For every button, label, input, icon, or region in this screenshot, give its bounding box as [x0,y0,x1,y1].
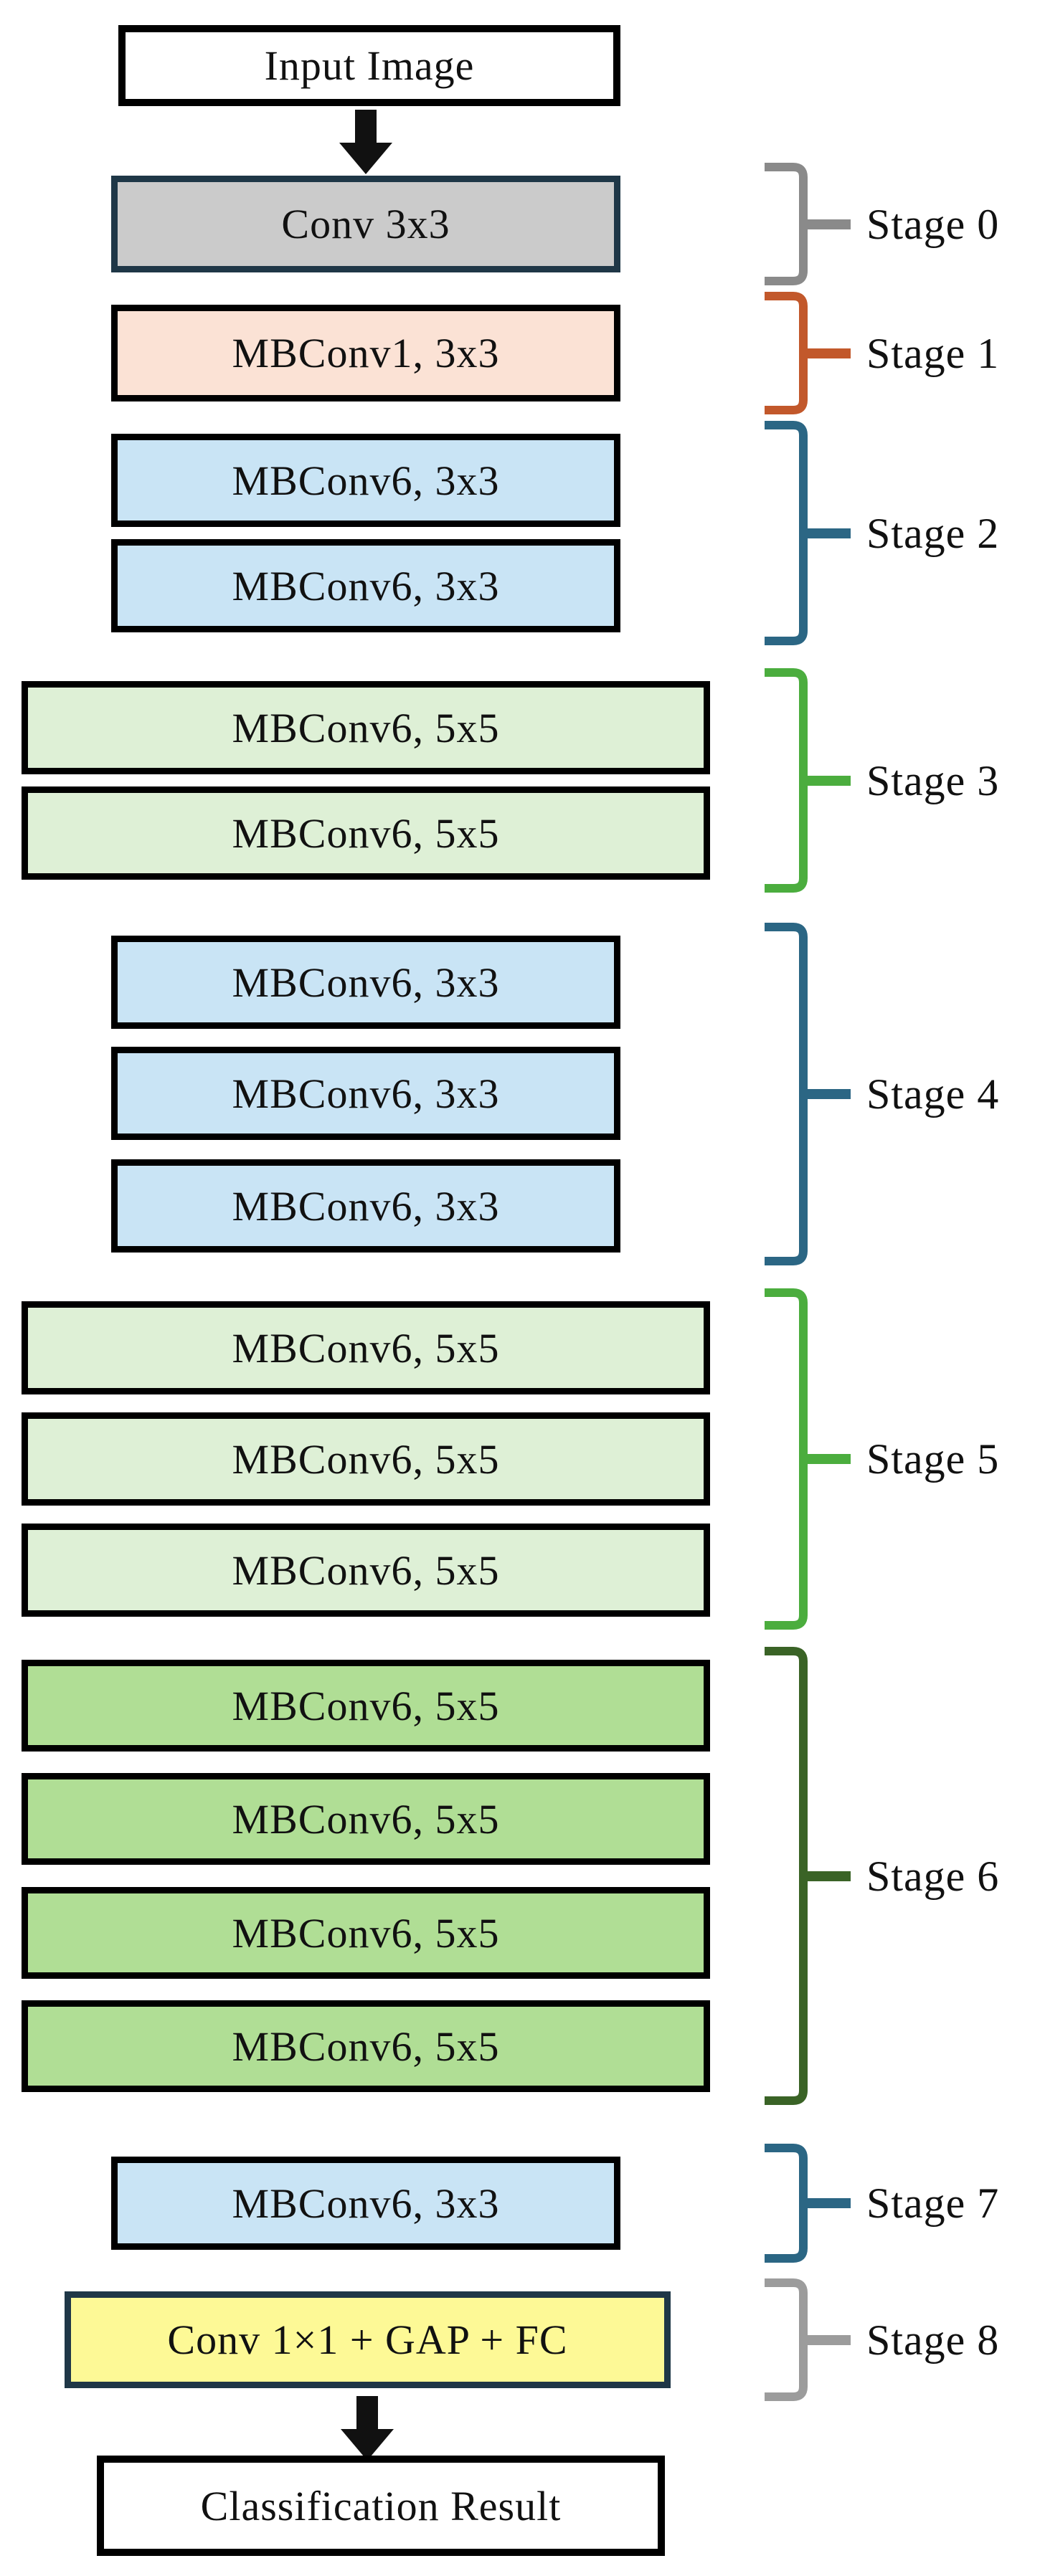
stage-2-label: Stage 2 [866,509,1000,557]
stage-4-block-3: MBConv6, 3x3 [111,1159,620,1253]
stage-0-label: Stage 0 [866,200,1000,248]
stage-6-block-3: MBConv6, 5x5 [22,1887,710,1979]
stage-2-block-2: MBConv6, 3x3 [111,539,620,632]
stage-8-label: Stage 8 [866,2316,1000,2364]
stage-5-brace [765,1288,808,1630]
stage-6-brace [765,1647,808,2105]
down-arrow-icon [339,110,392,174]
stage-2-block-1: MBConv6, 3x3 [111,434,620,527]
stage-5-block-3: MBConv6, 5x5 [22,1524,710,1617]
stage-4-block-2: MBConv6, 3x3 [111,1047,620,1140]
stage-8-block-1: Conv 1×1 + GAP + FC [65,2291,671,2388]
stage-3-label: Stage 3 [866,756,1000,804]
input-image-box: Input Image [118,25,620,106]
stage-6-block-2: MBConv6, 5x5 [22,1773,710,1865]
stage-1-brace [765,292,808,414]
stage-7-label: Stage 7 [866,2179,1000,2227]
stage-5-label: Stage 5 [866,1435,1000,1483]
stage-6-block-1: MBConv6, 5x5 [22,1660,710,1752]
stage-1-label: Stage 1 [866,329,1000,377]
stage-7-brace [765,2144,808,2263]
stage-3-brace [765,668,808,893]
stage-6-block-4: MBConv6, 5x5 [22,2000,710,2092]
down-arrow-icon [341,2396,394,2461]
stage-4-brace [765,923,808,1265]
stage-0-brace [765,163,808,285]
stage-6-label: Stage 6 [866,1852,1000,1900]
stage-1-block-1: MBConv1, 3x3 [111,305,620,401]
classification-result-box: Classification Result [97,2456,665,2556]
stage-5-block-2: MBConv6, 5x5 [22,1412,710,1506]
stage-4-label: Stage 4 [866,1070,1000,1118]
stage-0-block-1: Conv 3x3 [111,176,620,272]
stage-5-block-1: MBConv6, 5x5 [22,1301,710,1394]
stage-2-brace [765,421,808,645]
stage-4-block-1: MBConv6, 3x3 [111,936,620,1029]
stage-7-block-1: MBConv6, 3x3 [111,2157,620,2250]
stage-3-block-1: MBConv6, 5x5 [22,681,710,774]
stage-8-brace [765,2278,808,2401]
stage-3-block-2: MBConv6, 5x5 [22,786,710,880]
